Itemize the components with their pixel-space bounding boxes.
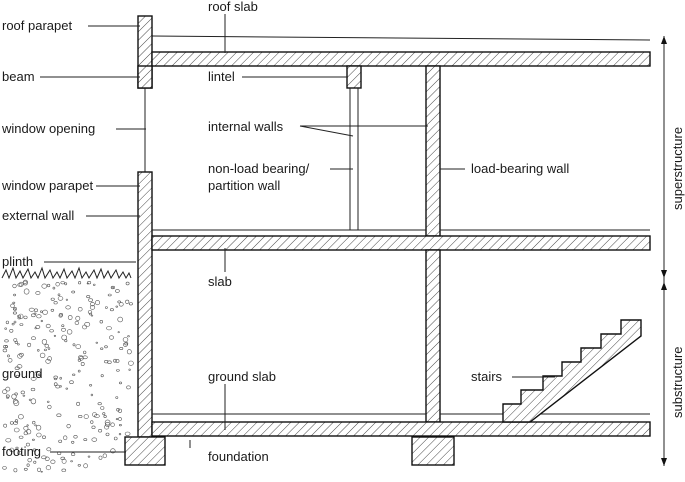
label-slab: slab <box>208 274 232 289</box>
label-window-opening: window opening <box>1 121 95 136</box>
label-non-load-bearing-line1: non-load bearing/ <box>208 161 310 176</box>
label-lintel: lintel <box>208 69 235 84</box>
arrow-bottom <box>661 458 667 466</box>
lintel <box>346 65 362 89</box>
label-plinth: plinth <box>2 254 33 269</box>
arrow-top <box>661 36 667 44</box>
roof-slope-line <box>151 35 651 41</box>
footing-center <box>411 436 455 466</box>
external-wall <box>137 171 153 438</box>
label-substructure: substructure <box>670 346 685 418</box>
load-bearing-wall-lower <box>425 249 441 423</box>
label-foundation: foundation <box>208 449 269 464</box>
roof-slab <box>151 51 651 67</box>
label-stairs: stairs <box>471 369 503 384</box>
label-internal-walls: internal walls <box>208 119 284 134</box>
leader-lines <box>40 14 555 453</box>
label-ground-slab: ground slab <box>208 369 276 384</box>
label-window-parapet: window parapet <box>1 178 93 193</box>
label-roof-slab: roof slab <box>208 0 258 14</box>
beam <box>137 65 153 89</box>
label-non-load-bearing-line2: partition wall <box>208 178 280 193</box>
label-beam: beam <box>2 69 35 84</box>
label-roof-parapet: roof parapet <box>2 18 72 33</box>
label-ground: ground <box>2 366 42 381</box>
footing-left <box>124 436 166 466</box>
label-superstructure: superstructure <box>670 127 685 210</box>
ground-texture <box>2 279 134 473</box>
label-footing: footing <box>2 444 41 459</box>
load-bearing-wall-upper <box>425 65 441 237</box>
label-external-wall: external wall <box>2 208 74 223</box>
arrow-mid-down <box>661 282 667 290</box>
slab <box>151 235 651 251</box>
grass-line <box>1 266 132 280</box>
stairs <box>502 319 642 423</box>
ground-slab <box>151 421 651 437</box>
arrow-mid-up <box>661 270 667 278</box>
label-load-bearing-wall: load-bearing wall <box>471 161 569 176</box>
